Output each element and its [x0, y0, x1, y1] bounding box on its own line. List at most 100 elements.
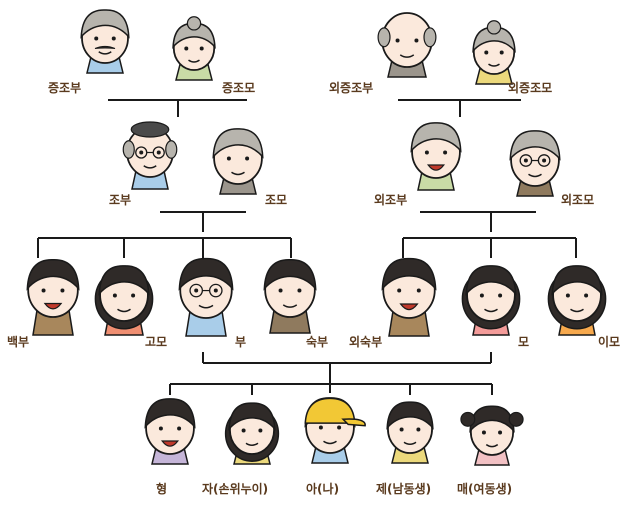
portrait-eldest-uncle: [26, 259, 80, 336]
eye-right: [111, 36, 116, 41]
label-great-grandmother: 증조모: [222, 81, 255, 95]
pigtail-left: [460, 411, 476, 427]
mouth-smile: [403, 441, 417, 445]
label-younger-brother: 제(남동생): [376, 481, 431, 496]
hair-shape: [178, 257, 234, 291]
eye-right: [498, 430, 503, 435]
eye-left: [139, 150, 144, 155]
eye-left: [318, 425, 323, 430]
hair-side-left: [122, 140, 135, 159]
eye-right: [416, 288, 421, 293]
eye-right: [60, 288, 65, 293]
mouth-smile: [528, 173, 542, 178]
portrait-maternal-uncle: [381, 257, 437, 337]
eye-left: [424, 150, 429, 155]
eye-left: [41, 288, 46, 293]
mouth-smile: [282, 304, 298, 308]
hair-side-right: [423, 27, 437, 48]
hair-shape: [98, 265, 150, 296]
label-me: 아(나): [306, 481, 339, 496]
hair-bun-shape: [186, 16, 202, 31]
mouth-smile: [143, 165, 157, 169]
mouth-smile: [188, 59, 200, 63]
mouth-open: [399, 303, 419, 311]
portrait-grandfather: [122, 121, 178, 190]
label-great-grandfather: 증조부: [48, 81, 81, 95]
mouth-smile: [323, 440, 337, 445]
label-maternal-grandmother: 외조모: [561, 192, 594, 207]
mouth-smile: [231, 171, 245, 176]
hair-shape: [386, 401, 434, 430]
eye-right: [443, 150, 448, 155]
hair-shape: [551, 265, 603, 296]
eye-left: [397, 288, 402, 293]
label-younger-uncle: 숙부: [306, 335, 328, 349]
eye-left: [395, 38, 400, 43]
label-maternal-aunt: 이모: [598, 334, 620, 349]
mouth-smile: [245, 442, 259, 446]
label-grandfather: 조부: [109, 193, 131, 207]
label-self-or-grandchild: 자(손위누이): [202, 481, 268, 496]
mouth-smile: [570, 308, 584, 313]
portrait-maternal-great-grandmother: [472, 20, 516, 85]
cap-hat: [304, 397, 356, 424]
hair-shape: [469, 405, 515, 433]
label-older-brother: 형: [156, 481, 167, 496]
portraits: [26, 9, 607, 466]
hair-shape: [509, 130, 561, 161]
mouth-smile: [485, 444, 499, 448]
label-maternal-grandfather: 외조부: [374, 192, 407, 207]
eye-right: [414, 38, 419, 43]
hair-shape: [410, 122, 462, 153]
glasses-lens-left: [189, 283, 204, 298]
label-younger-sister: 매(여동생): [457, 481, 512, 496]
mouth-smile: [198, 304, 214, 309]
portrait-great-grandfather: [80, 9, 130, 74]
portrait-self-or-grandchild: [224, 402, 280, 465]
portrait-younger-uncle: [263, 259, 317, 334]
hair-side-right: [165, 140, 178, 159]
mustache-shape: [94, 45, 116, 49]
label-mother: 모: [518, 335, 529, 349]
eye-left: [565, 293, 570, 298]
eye-right: [499, 50, 504, 55]
eye-right: [416, 427, 421, 432]
portrait-maternal-grandfather: [410, 122, 462, 191]
hair-shape: [263, 259, 317, 291]
eye-left: [523, 158, 528, 163]
eye-right: [213, 288, 218, 293]
label-paternal-aunt: 고모: [145, 335, 167, 349]
mouth-smile: [488, 63, 500, 67]
eye-left: [278, 288, 283, 293]
label-father: 부: [235, 335, 246, 349]
portrait-maternal-aunt: [547, 265, 607, 336]
eye-left: [112, 293, 117, 298]
portrait-younger-sister: [460, 405, 524, 466]
eye-left: [226, 156, 231, 161]
eye-left: [399, 427, 404, 432]
name-labels: 증조부 증조모 외증조부 외증조모 조부 조모 외조부 외조모 백부 고모 부 …: [7, 80, 620, 496]
mouth-open: [160, 440, 180, 447]
eye-left: [194, 288, 199, 293]
eye-right: [297, 288, 302, 293]
portrait-maternal-great-grandfather: [377, 12, 437, 78]
eye-left: [481, 430, 486, 435]
mouth-smile: [117, 308, 131, 313]
portrait-younger-brother: [386, 401, 434, 464]
label-maternal-great-grandmother: 외증조모: [508, 80, 552, 95]
eye-right: [542, 158, 547, 163]
mouth-smile: [484, 308, 498, 313]
hair-shape: [26, 259, 80, 291]
pigtail-right: [508, 411, 524, 427]
eye-right: [177, 426, 182, 431]
eye-left: [184, 46, 189, 51]
portrait-grandmother: [212, 128, 264, 195]
hair-side-left: [377, 27, 391, 48]
eye-right: [131, 293, 136, 298]
eye-right: [156, 150, 161, 155]
portrait-me: [304, 397, 366, 464]
mouth-open: [426, 164, 446, 171]
label-grandmother: 조모: [265, 193, 287, 207]
beret-hat: [130, 121, 170, 138]
eye-left: [158, 426, 163, 431]
